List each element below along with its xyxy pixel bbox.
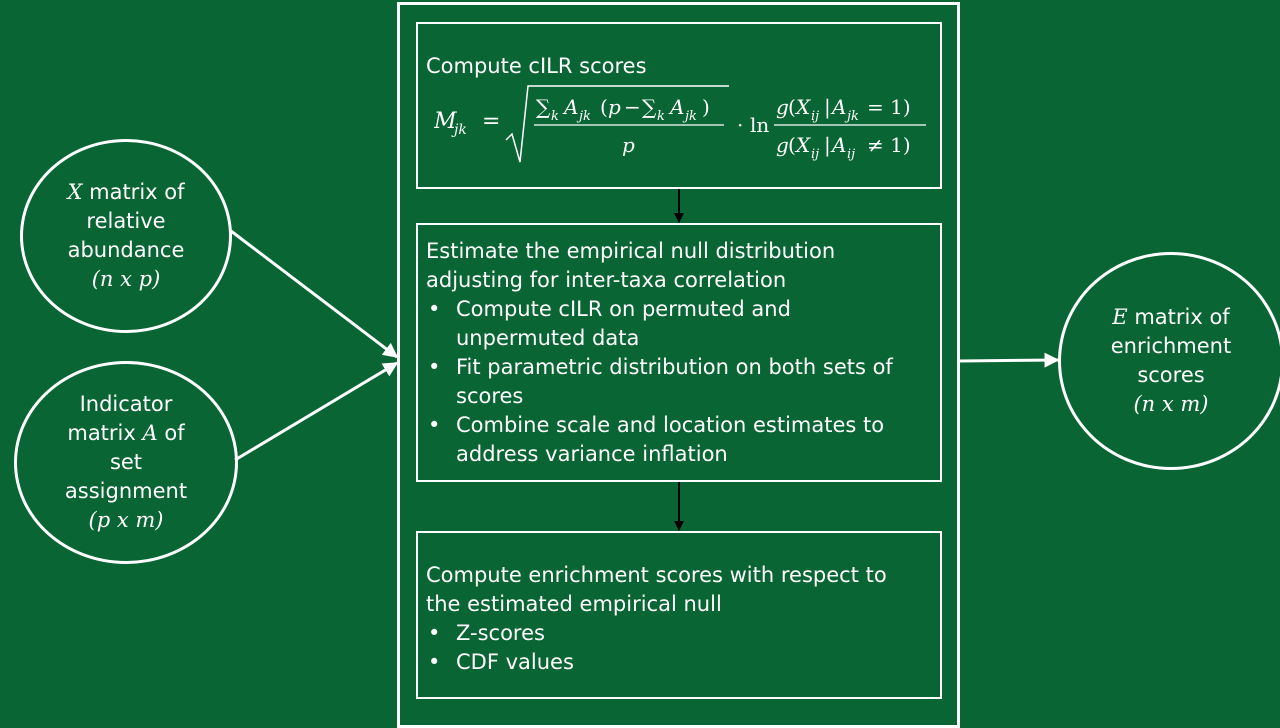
svg-text:jk: jk bbox=[451, 122, 467, 138]
input-a-line4: assignment bbox=[64, 479, 188, 503]
arrow-a-to-panel bbox=[234, 361, 399, 462]
step1-title: Compute cILR scores bbox=[426, 54, 647, 78]
svg-text:jk: jk bbox=[576, 109, 591, 124]
output-e-node: E matrix of enrichment scores (n x m) bbox=[1058, 252, 1280, 470]
step3-bullet-cdf: CDF values bbox=[426, 648, 932, 677]
step3-title-line1: Compute enrichment scores with respect t… bbox=[426, 563, 887, 587]
svg-text:A: A bbox=[562, 95, 578, 119]
svg-text:=: = bbox=[482, 109, 500, 134]
input-a-node: Indicator matrix A of set assignment (p … bbox=[14, 361, 238, 564]
svg-text:A: A bbox=[830, 95, 846, 119]
input-a-line1: Indicator bbox=[79, 392, 173, 416]
input-x-dims: (n x p) bbox=[91, 267, 161, 291]
step3-title-line2: the estimated empirical null bbox=[426, 592, 722, 616]
svg-text:(: ( bbox=[788, 95, 796, 119]
input-x-line3: abundance bbox=[67, 238, 185, 262]
svg-text:): ) bbox=[702, 95, 710, 119]
arrow-x-to-panel bbox=[230, 229, 399, 359]
step3-bullet-zscores: Z-scores bbox=[426, 619, 932, 648]
svg-text:ij: ij bbox=[811, 147, 819, 162]
x-symbol: X bbox=[67, 180, 83, 204]
cilr-formula-math: M jk = ∑ k A jk ( p − ∑ k A jk ) p · ln … bbox=[433, 85, 926, 163]
svg-text:|: | bbox=[824, 95, 831, 120]
a-symbol: A bbox=[142, 421, 158, 445]
svg-text:X: X bbox=[794, 133, 811, 157]
svg-text:∑: ∑ bbox=[642, 95, 657, 119]
svg-text:≠ 1): ≠ 1) bbox=[867, 133, 911, 157]
svg-text:|: | bbox=[824, 133, 831, 158]
svg-text:g: g bbox=[776, 133, 789, 157]
svg-text:k: k bbox=[551, 109, 559, 124]
svg-text:M: M bbox=[434, 109, 457, 134]
e-symbol: E bbox=[1112, 305, 1128, 329]
svg-text:X: X bbox=[794, 95, 811, 119]
step2-title-line1: Estimate the empirical null distribution bbox=[426, 239, 836, 263]
svg-text:−: − bbox=[624, 95, 641, 119]
cilr-formula: M jk = ∑ k A jk ( p − ∑ k A jk ) p · ln … bbox=[433, 80, 934, 188]
svg-text:g: g bbox=[776, 95, 789, 119]
output-e-line3: scores bbox=[1137, 363, 1205, 387]
svg-text:ij: ij bbox=[811, 109, 819, 124]
output-e-dims: (n x m) bbox=[1133, 392, 1209, 416]
svg-text:∑: ∑ bbox=[536, 95, 551, 119]
svg-text:jk: jk bbox=[682, 109, 697, 124]
input-x-node: X matrix of relative abundance (n x p) bbox=[20, 139, 232, 333]
svg-text:= 1): = 1) bbox=[867, 95, 911, 119]
step2-bullet-combine: Combine scale and location estimates toa… bbox=[426, 411, 932, 469]
svg-text:A: A bbox=[830, 133, 846, 157]
svg-text:jk: jk bbox=[844, 109, 859, 124]
svg-text:p: p bbox=[608, 95, 621, 119]
step-compute-enrichment: Compute enrichment scores with respect t… bbox=[416, 531, 942, 699]
step-compute-cilr: Compute cILR scores M jk = ∑ k A jk ( p … bbox=[416, 22, 942, 189]
input-a-line2: matrix A of bbox=[67, 421, 185, 445]
input-x-line2: relative bbox=[86, 209, 166, 233]
output-e-line2: enrichment bbox=[1110, 334, 1232, 358]
svg-text:·: · bbox=[737, 113, 743, 137]
svg-text:ln: ln bbox=[750, 113, 769, 137]
output-e-line1: E matrix of bbox=[1112, 305, 1230, 329]
svg-text:ij: ij bbox=[847, 147, 855, 162]
input-a-line3: set bbox=[109, 450, 143, 474]
step2-title-line2: adjusting for inter-taxa correlation bbox=[426, 268, 787, 292]
input-a-dims: (p x m) bbox=[88, 508, 164, 532]
svg-text:A: A bbox=[668, 95, 684, 119]
svg-text:(: ( bbox=[600, 95, 608, 119]
step3-bullet-list: Z-scores CDF values bbox=[426, 619, 932, 677]
arrow-panel-to-e bbox=[959, 352, 1060, 368]
step2-bullet-fit: Fit parametric distribution on both sets… bbox=[426, 353, 932, 411]
svg-text:(: ( bbox=[788, 133, 796, 157]
svg-text:k: k bbox=[657, 109, 665, 124]
input-x-line1: X matrix of bbox=[67, 180, 185, 204]
step-estimate-null: Estimate the empirical null distribution… bbox=[416, 223, 942, 482]
svg-text:p: p bbox=[622, 133, 635, 157]
